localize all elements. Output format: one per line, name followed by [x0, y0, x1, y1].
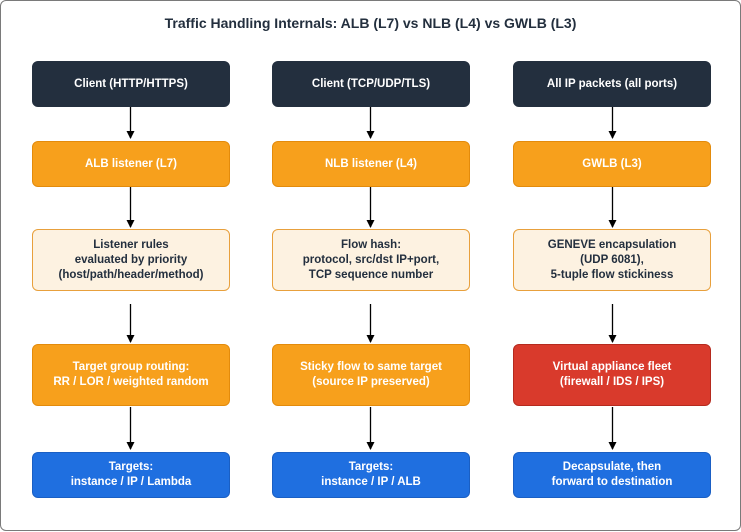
gwlb-geneve-box: GENEVE encapsulation (UDP 6081), 5-tuple… — [513, 229, 711, 291]
gwlb-forward-box: Decapsulate, then forward to destination — [513, 452, 711, 498]
alb-targets-box: Targets: instance / IP / Lambda — [32, 452, 230, 498]
nlb-flowhash-box: Flow hash: protocol, src/dst IP+port, TC… — [272, 229, 470, 291]
nlb-targets-box: Targets: instance / IP / ALB — [272, 452, 470, 498]
alb-client-box: Client (HTTP/HTTPS) — [32, 61, 230, 107]
alb-listener-box: ALB listener (L7) — [32, 141, 230, 187]
alb-routing-box: Target group routing: RR / LOR / weighte… — [32, 344, 230, 406]
alb-rules-box: Listener rules evaluated by priority (ho… — [32, 229, 230, 291]
diagram-title: Traffic Handling Internals: ALB (L7) vs … — [164, 15, 577, 31]
nlb-sticky-box: Sticky flow to same target (source IP pr… — [272, 344, 470, 406]
nlb-client-box: Client (TCP/UDP/TLS) — [272, 61, 470, 107]
gwlb-box: GWLB (L3) — [513, 141, 711, 187]
nlb-listener-box: NLB listener (L4) — [272, 141, 470, 187]
gwlb-appliance-box: Virtual appliance fleet (firewall / IDS … — [513, 344, 711, 406]
gwlb-packets-box: All IP packets (all ports) — [513, 61, 711, 107]
